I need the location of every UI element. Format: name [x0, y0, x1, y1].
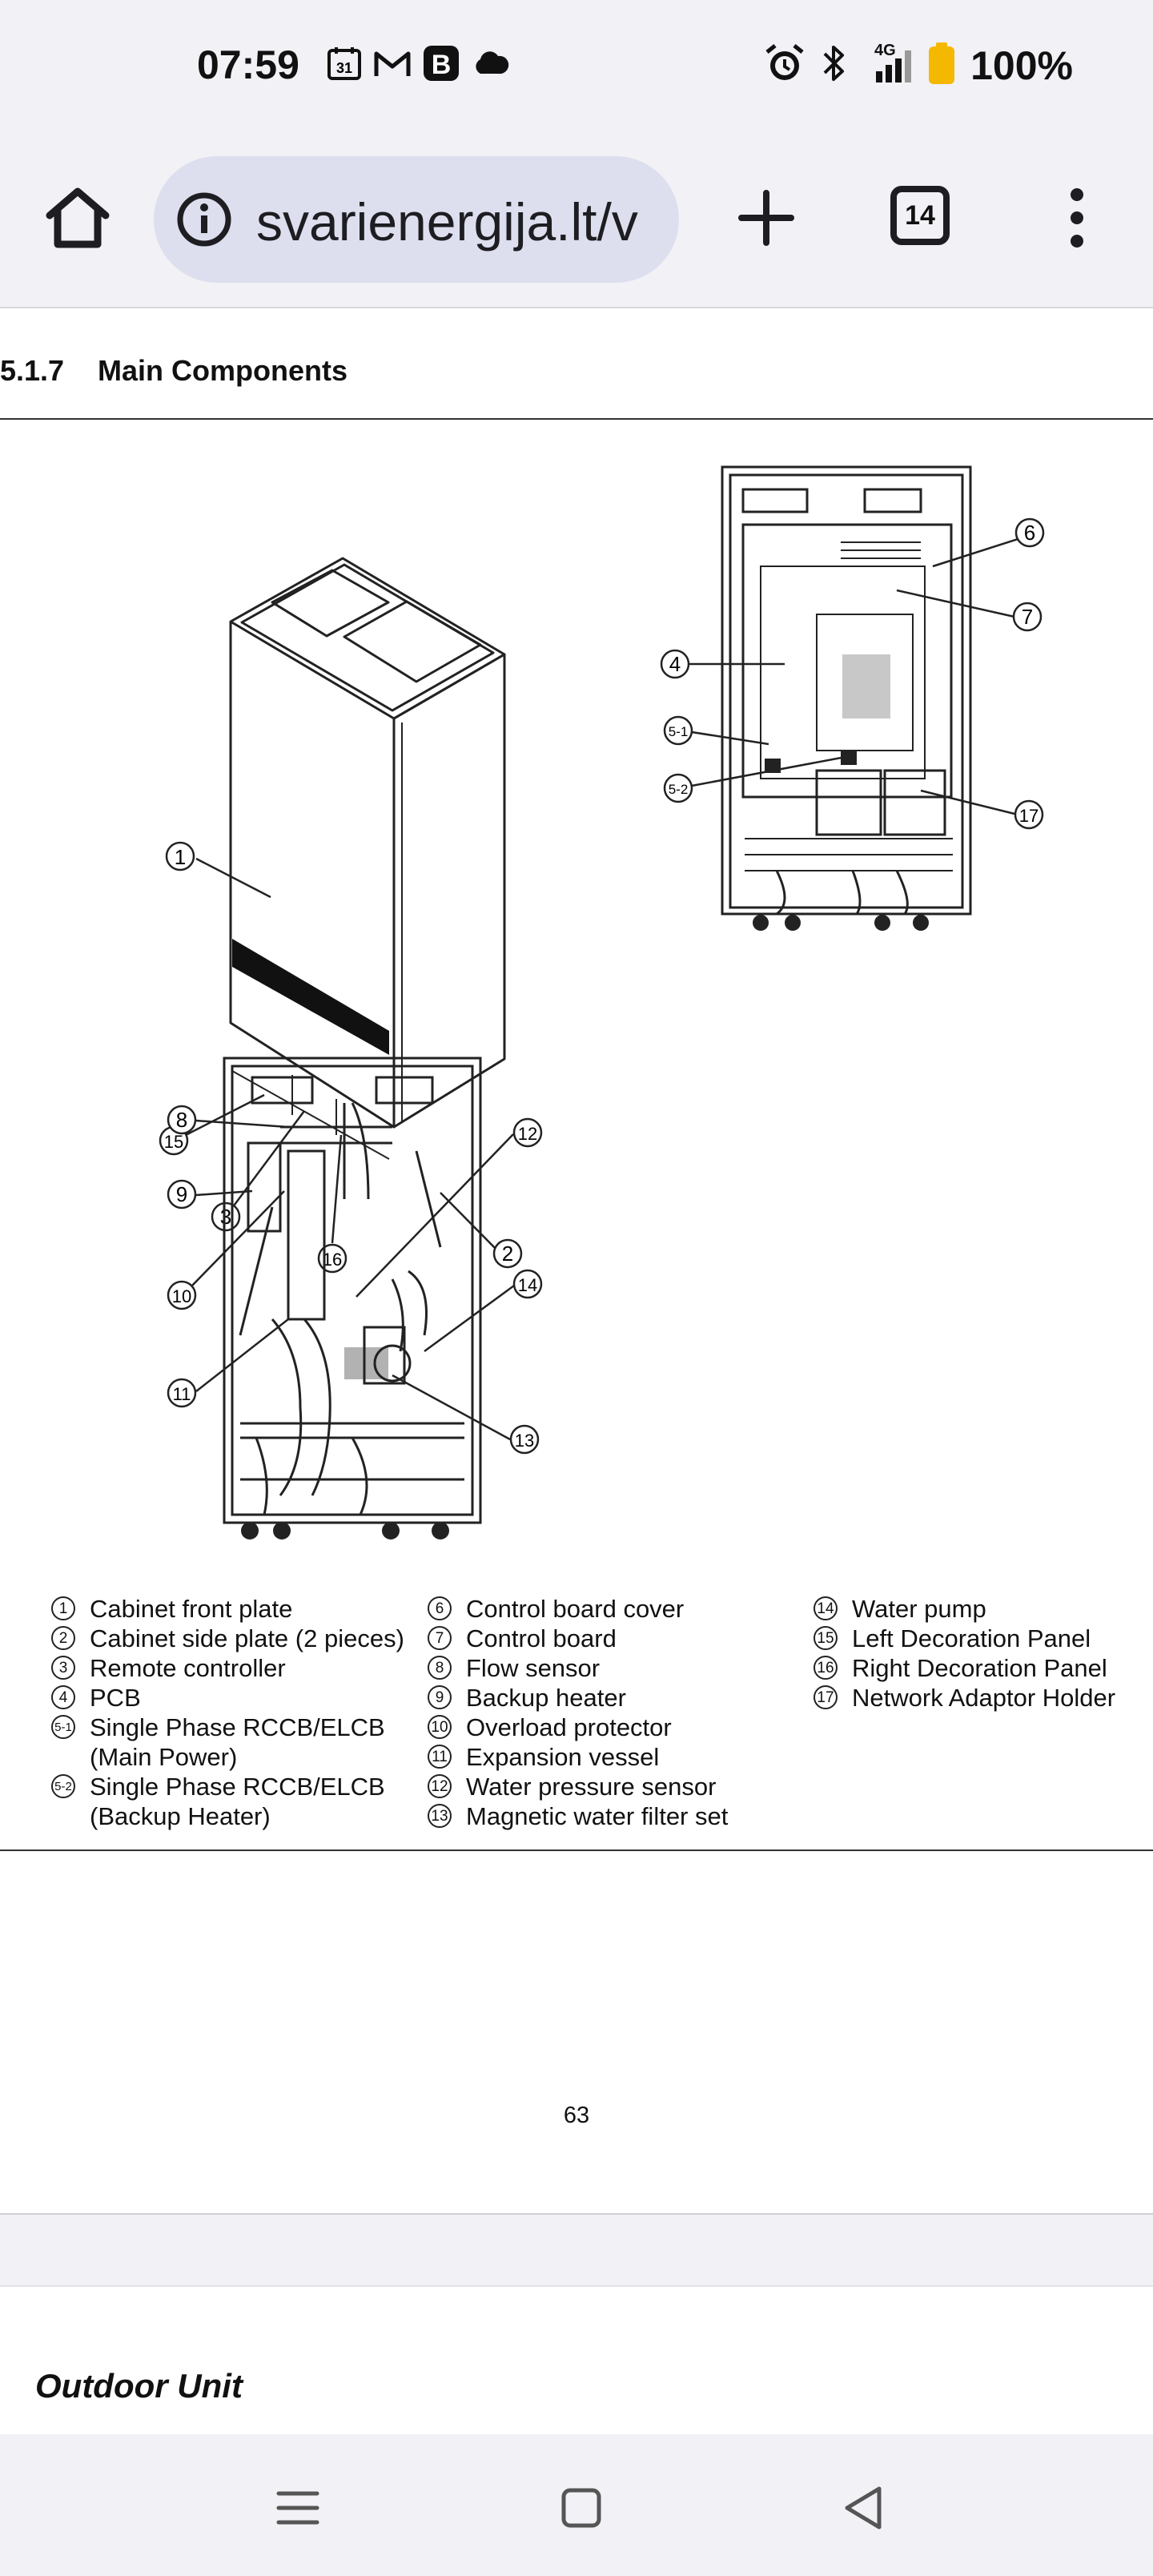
hydraulic-view-callouts: 8 12 9 10 14 11 13	[167, 1105, 543, 1455]
calendar-icon: 31	[327, 46, 362, 85]
home-square-icon	[561, 2488, 601, 2528]
cellular-signal-icon: 4G	[862, 42, 913, 88]
callout-label: 11	[173, 1384, 191, 1404]
navigation-bar	[0, 2434, 1153, 2576]
status-bar: 07:59 31 B 4G	[0, 0, 1153, 132]
url-text: svarienergija.lt/v	[256, 192, 638, 252]
back-nav-button[interactable]	[833, 2476, 897, 2540]
next-section-title: Outdoor Unit	[35, 2367, 243, 2405]
callout-label: 3	[220, 1205, 231, 1229]
page-number: 63	[563, 2103, 590, 2128]
page-separator	[0, 2213, 1153, 2285]
bluetooth-icon	[820, 42, 847, 88]
figure-hydraulic-view: 8 12 9 10 14 11 13	[167, 1057, 543, 1540]
battery-percentage: 100%	[970, 42, 1073, 88]
callout-label: 5-2	[669, 782, 689, 797]
callout-label: 10	[172, 1286, 191, 1306]
svg-text:B: B	[432, 50, 452, 80]
section-number: 5.1.7	[0, 354, 65, 387]
callout-label: 6	[1024, 521, 1035, 545]
section-title: Main Components	[98, 354, 348, 387]
plus-icon	[738, 190, 794, 246]
browser-menu-button[interactable]	[1057, 182, 1097, 254]
callout-label: 13	[515, 1431, 534, 1451]
callout-label: 2	[502, 1242, 513, 1266]
callout-label: 15	[164, 1132, 183, 1152]
bold-b-icon: B	[423, 45, 460, 86]
heading-rule	[0, 418, 1153, 420]
legend-rule	[0, 1849, 1153, 1851]
more-vert-icon	[1071, 188, 1083, 248]
address-bar[interactable]: svarienergija.lt/v	[154, 156, 679, 283]
recent-apps-button[interactable]	[266, 2476, 330, 2540]
callout-label: 17	[1019, 806, 1039, 826]
callout-label: 7	[1022, 605, 1033, 629]
figure-electrical-view: 6 7 4 5-1 5-2 17	[660, 465, 1045, 931]
callout-label: 1	[175, 845, 186, 869]
pdf-page[interactable]: 5.1.7 Main Components	[0, 310, 1153, 2213]
system-icons: 4G 100%	[764, 42, 1073, 89]
section-heading: 5.1.7 Main Components	[0, 354, 348, 388]
callout-label: 14	[518, 1275, 537, 1295]
home-button[interactable]	[42, 182, 114, 254]
battery-icon	[927, 42, 956, 89]
callout-label: 9	[176, 1182, 187, 1206]
home-icon	[46, 187, 110, 248]
callout-label: 12	[518, 1124, 537, 1144]
site-info-icon[interactable]	[176, 191, 232, 248]
notification-icons: 31 B	[327, 45, 509, 86]
gmail-icon	[373, 47, 412, 83]
status-time: 07:59	[197, 42, 299, 87]
menu-lines-icon	[276, 2491, 319, 2525]
browser-toolbar: svarienergija.lt/v 14	[0, 132, 1153, 308]
electrical-view-callouts: 6 7 4 5-1 5-2 17	[660, 517, 1045, 830]
home-nav-button[interactable]	[549, 2476, 613, 2540]
tab-switcher-button[interactable]: 14	[890, 186, 950, 245]
calendar-day: 31	[336, 60, 352, 76]
tab-count: 14	[905, 199, 935, 231]
next-pdf-page[interactable]: Outdoor Unit	[0, 2285, 1153, 2434]
cloud-icon	[471, 50, 509, 81]
callout-label: 16	[323, 1250, 342, 1270]
network-type: 4G	[874, 42, 896, 59]
back-triangle-icon	[845, 2486, 882, 2530]
alarm-icon	[764, 42, 805, 88]
callout-label: 8	[176, 1108, 187, 1132]
figure-front-view: 1 15 3 16 2	[159, 557, 523, 1274]
callout-label: 4	[669, 652, 681, 676]
new-tab-button[interactable]	[730, 182, 802, 254]
callout-label: 5-1	[669, 724, 689, 739]
